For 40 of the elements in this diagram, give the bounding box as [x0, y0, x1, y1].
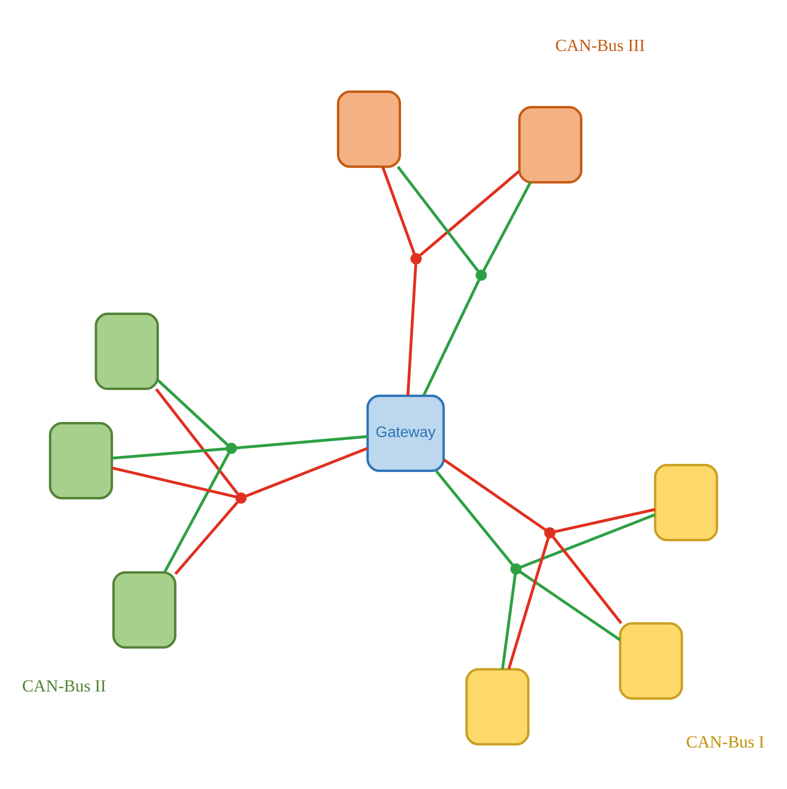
- node-box: [336, 90, 402, 168]
- connector: [396, 165, 479, 272]
- connector: [552, 536, 622, 624]
- node-box: [94, 312, 159, 390]
- connector: [112, 446, 226, 460]
- node-box: [465, 668, 530, 746]
- node-circle: [226, 442, 237, 454]
- connector: [435, 470, 514, 566]
- node-box: [112, 570, 176, 648]
- connector: [422, 279, 480, 396]
- connector: [554, 508, 656, 533]
- node-box: [48, 421, 114, 499]
- connector: [482, 181, 532, 271]
- connector: [245, 446, 368, 497]
- connector: [112, 466, 236, 498]
- connector: [155, 388, 239, 494]
- label: CAN-Bus III: [555, 36, 645, 55]
- node-circle: [476, 269, 487, 280]
- node-box: [518, 106, 582, 183]
- node-box: [618, 622, 684, 700]
- node-box: Gateway: [366, 394, 445, 472]
- connector: [419, 170, 520, 256]
- connector: [381, 166, 416, 254]
- node-circle: [410, 252, 422, 264]
- connector: [236, 434, 368, 449]
- connector: [520, 570, 621, 641]
- node-circle: [235, 492, 247, 504]
- node-circle: [510, 562, 522, 574]
- connector: [442, 458, 546, 530]
- connector: [164, 452, 230, 572]
- node-box: [654, 463, 718, 541]
- connector: [507, 536, 550, 669]
- label: CAN-Bus I: [686, 732, 764, 751]
- label: CAN-Bus II: [22, 676, 106, 696]
- connector: [406, 263, 418, 396]
- connector: [156, 378, 228, 446]
- connector: [501, 574, 517, 669]
- node-circle: [544, 526, 556, 538]
- connector: [174, 500, 238, 574]
- connector: [520, 512, 656, 568]
